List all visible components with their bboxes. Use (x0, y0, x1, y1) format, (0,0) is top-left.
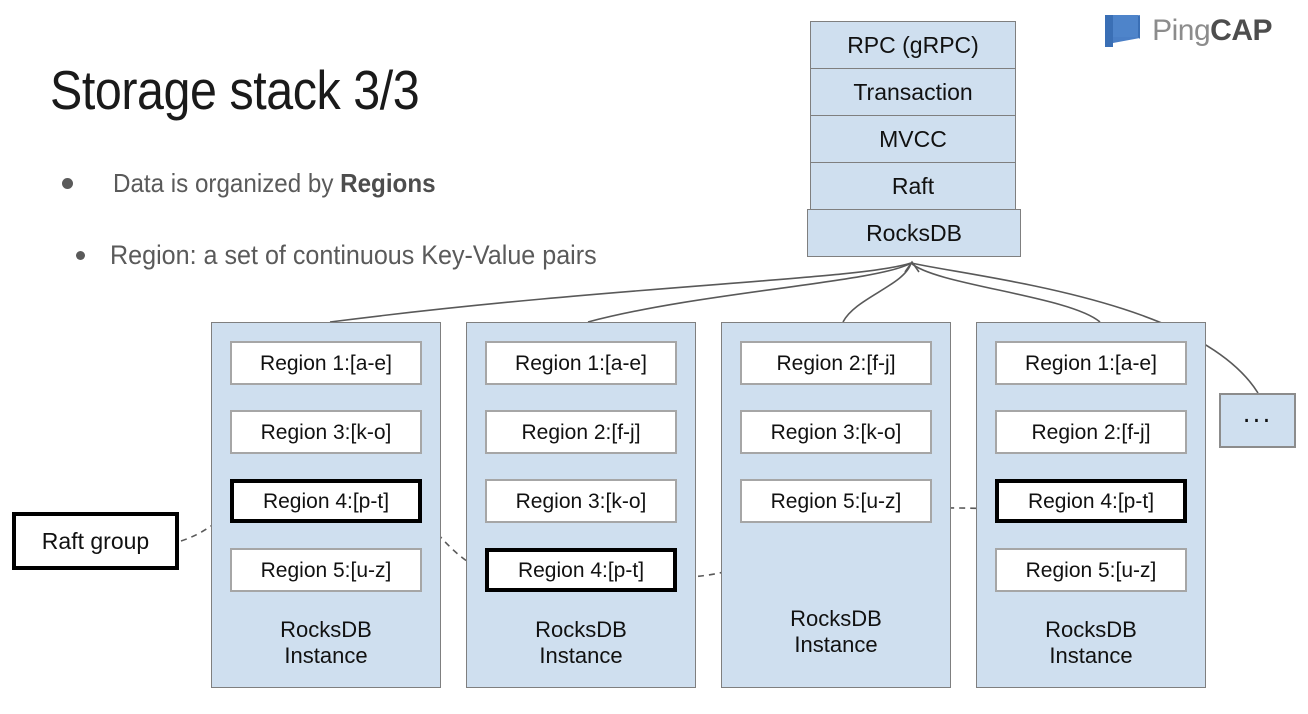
region-box-highlighted[interactable]: Region 4:[p-t] (995, 479, 1187, 523)
region-box[interactable]: Region 3:[k-o] (230, 410, 422, 454)
instance-caption-line2: Instance (1049, 643, 1133, 668)
region-box[interactable]: Region 5:[u-z] (995, 548, 1187, 592)
rocksdb-instance-2: Region 1:[a-e] Region 2:[f-j] Region 3:[… (466, 322, 696, 688)
instance-caption: RocksDB Instance (485, 617, 677, 669)
instance-caption: RocksDB Instance (230, 617, 422, 669)
stack-layer-rpc[interactable]: RPC (gRPC) (810, 21, 1016, 69)
pingcap-wordmark: PingCAP (1152, 14, 1272, 48)
stack-layer-transaction[interactable]: Transaction (810, 68, 1016, 116)
connector-to-instance-4 (910, 262, 1101, 323)
rocksdb-instance-4: Region 1:[a-e] Region 2:[f-j] Region 4:[… (976, 322, 1206, 688)
pingcap-flag-icon (1105, 15, 1141, 47)
region-box[interactable]: Region 3:[k-o] (740, 410, 932, 454)
bullet-item-2-text: Region: a set of continuous Key-Value pa… (110, 240, 597, 270)
rocksdb-instance-1: Region 1:[a-e] Region 3:[k-o] Region 4:[… (211, 322, 441, 688)
architecture-stack: RPC (gRPC) Transaction MVCC Raft RocksDB (807, 21, 1021, 257)
instance-caption-line1: RocksDB (535, 617, 627, 642)
instance-caption: RocksDB Instance (995, 617, 1187, 669)
bullet-item-2: Region: a set of continuous Key-Value pa… (76, 240, 633, 271)
region-box[interactable]: Region 1:[a-e] (995, 341, 1187, 385)
raft-group-callout: Raft group (12, 512, 179, 570)
stack-layer-mvcc[interactable]: MVCC (810, 115, 1016, 163)
bullet-item-1-text-emphasis: Regions (340, 168, 436, 198)
connector-to-instance-3 (842, 262, 912, 323)
connector-to-instance-1 (329, 262, 912, 323)
pingcap-logo: PingCAP (1102, 12, 1272, 50)
stack-layer-rocksdb[interactable]: RocksDB (807, 209, 1021, 257)
region-box-highlighted[interactable]: Region 4:[p-t] (485, 548, 677, 592)
pingcap-wordmark-light: Ping (1152, 14, 1211, 47)
instance-caption-line2: Instance (284, 643, 368, 668)
stack-layer-raft[interactable]: Raft (810, 162, 1016, 210)
region-box[interactable]: Region 5:[u-z] (230, 548, 422, 592)
bullet-dot-icon (76, 251, 85, 260)
instance-caption-line1: RocksDB (790, 606, 882, 631)
region-box[interactable]: Region 2:[f-j] (485, 410, 677, 454)
region-box[interactable]: Region 1:[a-e] (485, 341, 677, 385)
region-box[interactable]: Region 5:[u-z] (740, 479, 932, 523)
bullet-item-1: Data is organized by Regions (62, 168, 460, 199)
instance-caption: RocksDB Instance (740, 606, 932, 658)
connector-to-instance-2 (587, 262, 912, 323)
bullet-item-1-text-lead: Data is organized by (113, 168, 341, 198)
region-box-highlighted[interactable]: Region 4:[p-t] (230, 479, 422, 523)
pingcap-wordmark-bold: CAP (1210, 14, 1272, 47)
bullet-dot-icon (62, 178, 73, 189)
instance-caption-line2: Instance (794, 632, 878, 657)
instance-caption-line1: RocksDB (1045, 617, 1137, 642)
region-box[interactable]: Region 2:[f-j] (995, 410, 1187, 454)
rocksdb-instance-3: Region 2:[f-j] Region 3:[k-o] Region 5:[… (721, 322, 951, 688)
instance-caption-line2: Instance (539, 643, 623, 668)
bullet-item-1-text: Data is organized by Regions (113, 168, 436, 199)
region-box[interactable]: Region 2:[f-j] (740, 341, 932, 385)
page-title: Storage stack 3/3 (50, 59, 420, 121)
region-box[interactable]: Region 1:[a-e] (230, 341, 422, 385)
more-instances-box[interactable]: ... (1219, 393, 1296, 448)
region-box[interactable]: Region 3:[k-o] (485, 479, 677, 523)
instance-caption-line1: RocksDB (280, 617, 372, 642)
